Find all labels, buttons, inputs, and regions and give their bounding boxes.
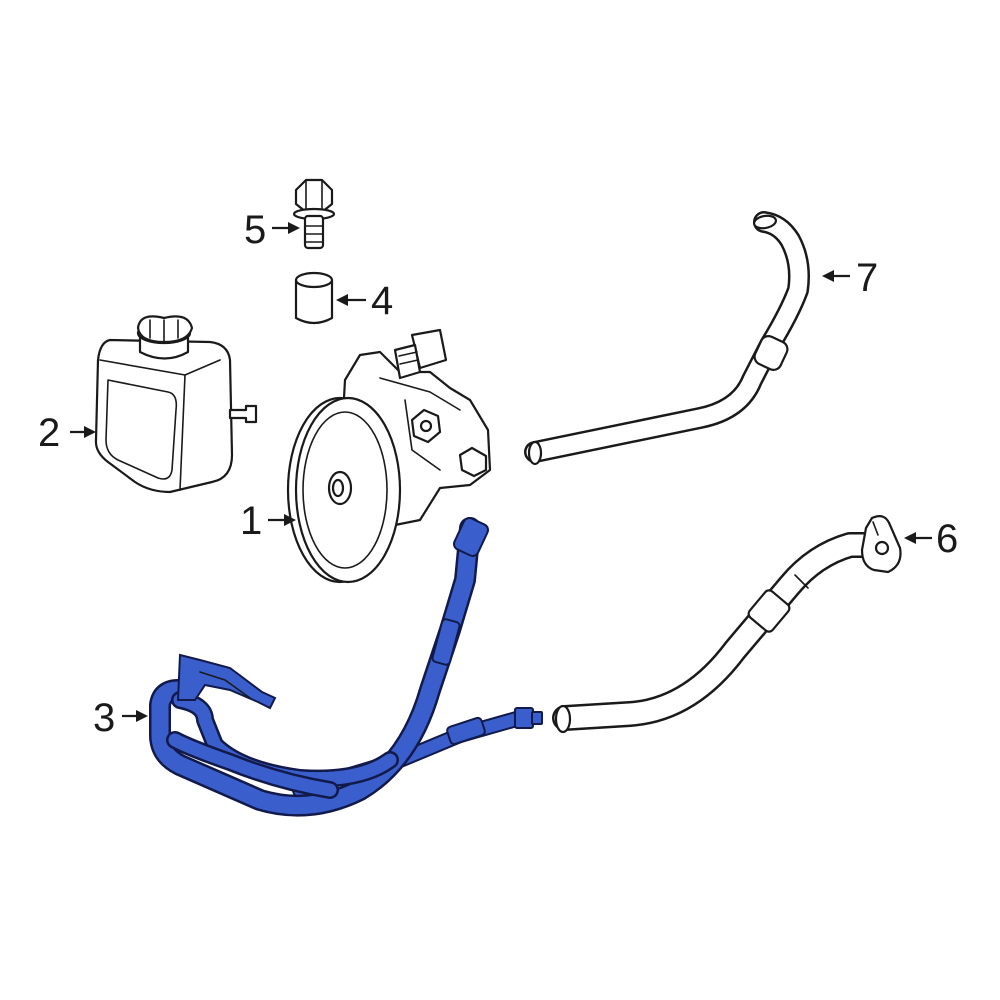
callout-3: 3 [93,696,115,740]
callout-arrows [70,222,932,722]
part-3-hose-assembly[interactable] [149,516,543,817]
callout-5: 5 [244,208,266,252]
part-5-bolt[interactable] [292,178,336,250]
part-2-reservoir[interactable] [94,315,258,494]
part-7-hose[interactable] [524,211,810,466]
callout-7: 7 [856,256,878,300]
callout-6: 6 [936,517,958,561]
callout-2: 2 [38,411,60,455]
part-6-line[interactable] [552,515,902,734]
part-1-pump[interactable] [286,328,492,584]
callout-4: 4 [371,279,393,323]
callout-1: 1 [240,499,262,543]
part-4-spacer[interactable] [294,271,334,325]
